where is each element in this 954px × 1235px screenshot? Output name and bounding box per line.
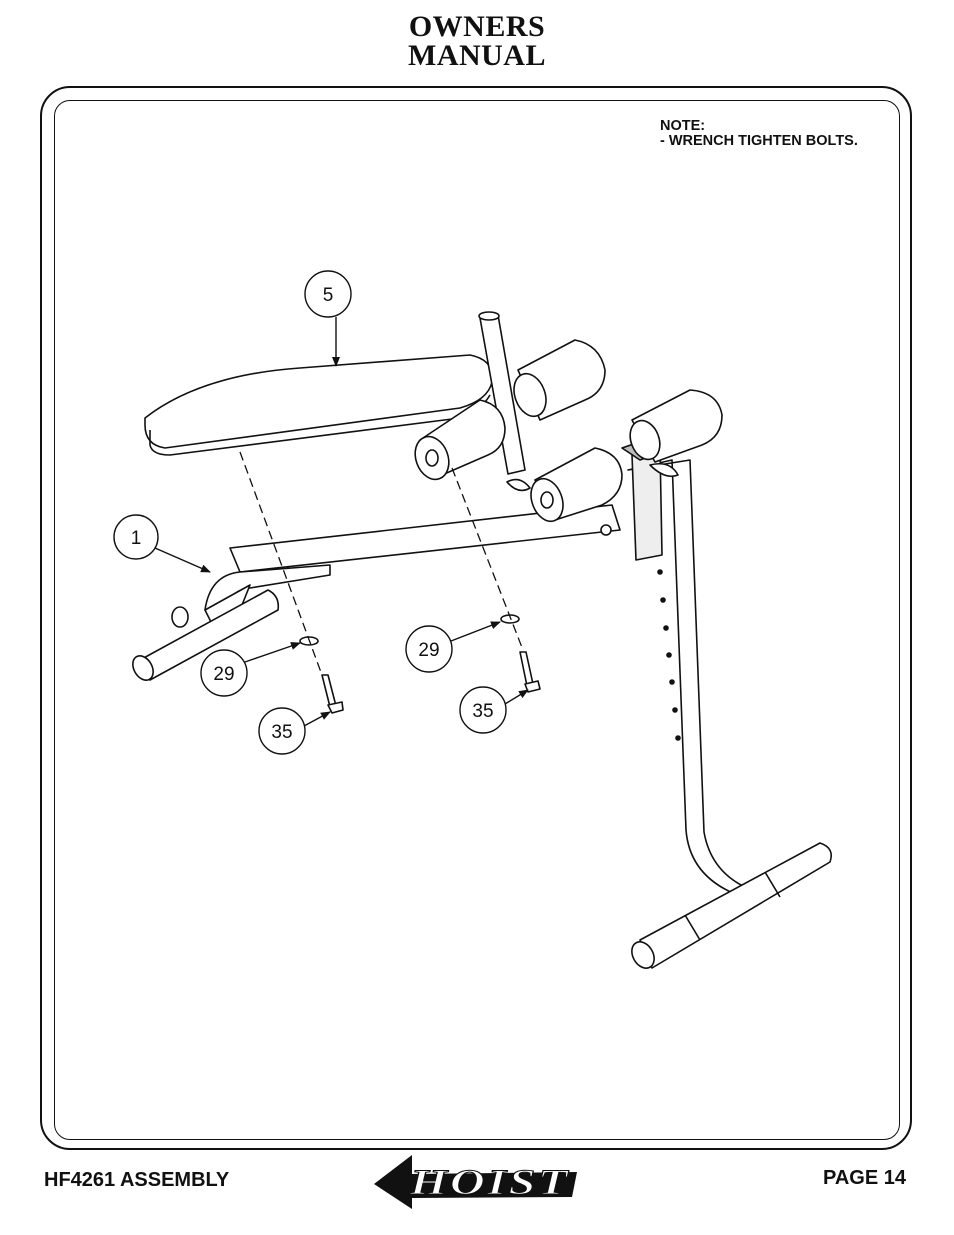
callout-29-right: 29 [405, 625, 453, 673]
manual-title-line1: OWNERS [408, 10, 546, 43]
rear-foot-tube [631, 842, 833, 969]
diagram-frame-inner [54, 100, 900, 1140]
footer-page-number: PAGE 14 [823, 1167, 906, 1189]
diagram-frame-outer [40, 86, 912, 1150]
callout-label-35-left: 35 [271, 722, 292, 743]
note-item: - WRENCH TIGHTEN BOLTS. [660, 133, 858, 149]
note-heading: NOTE: [660, 118, 706, 134]
callout-label-1: 1 [131, 528, 142, 549]
hoist-logo: HOIST [374, 1155, 577, 1209]
alignment-lines [239, 451, 524, 676]
bolts [321, 651, 541, 714]
callout-1: 1 [113, 514, 159, 560]
svg-text:HOIST: HOIST [409, 1162, 570, 1202]
footer-model-assembly: HF4261 ASSEMBLY [44, 1169, 230, 1191]
callout-label-29-left: 29 [213, 664, 234, 685]
callout-leaders [154, 317, 529, 727]
pop-pin-knobs [506, 462, 679, 492]
callout-5: 5 [304, 270, 352, 318]
front-foot-tube [132, 589, 280, 681]
callout-label-35-right: 35 [472, 701, 493, 722]
callout-label-29-right: 29 [418, 640, 439, 661]
manual-title-line2: MANUAL [408, 39, 546, 72]
callout-label-5: 5 [323, 285, 334, 306]
assembly-note: NOTE: - WRENCH TIGHTEN BOLTS. [660, 119, 858, 149]
roller-pads [414, 339, 723, 523]
callout-35-left: 35 [258, 707, 306, 755]
callout-35-right: 35 [459, 686, 507, 734]
upright-post [621, 439, 761, 899]
callout-29-left: 29 [200, 649, 248, 697]
